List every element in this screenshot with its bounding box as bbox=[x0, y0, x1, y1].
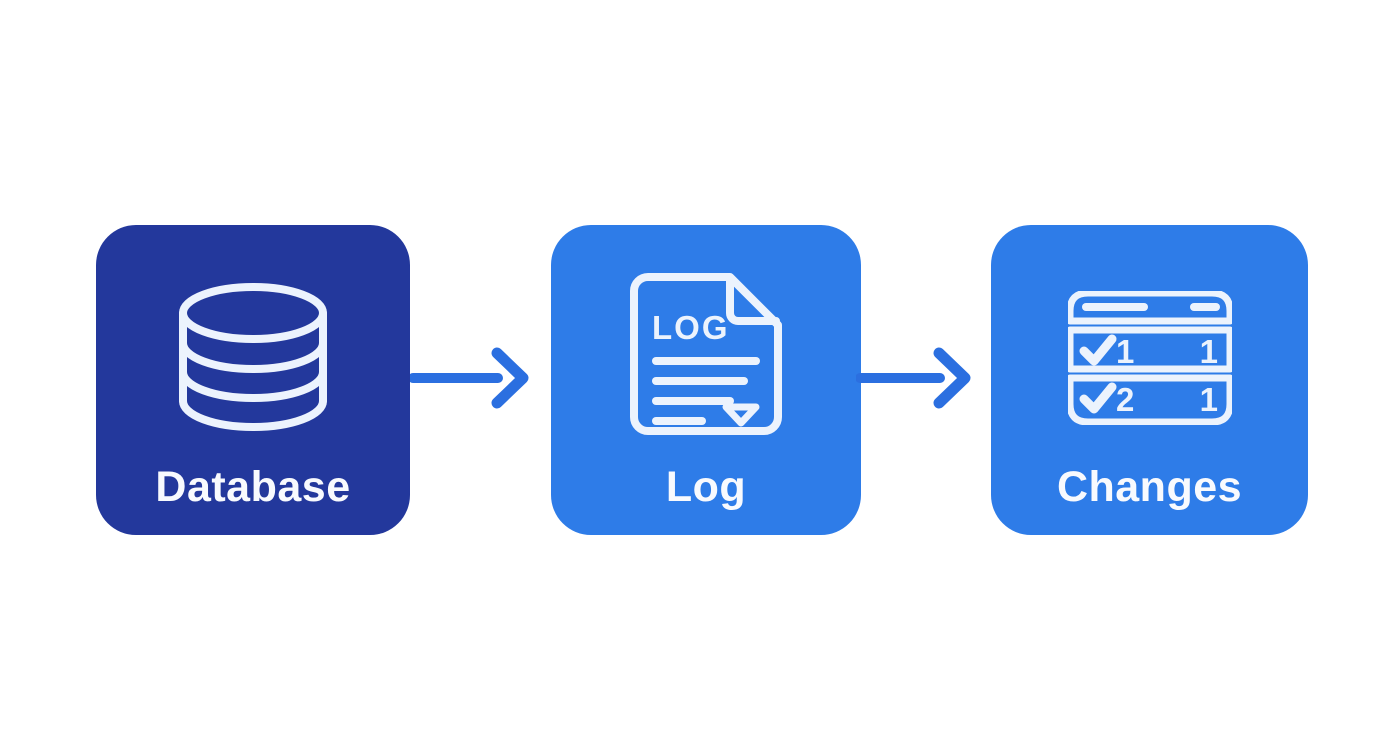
changes-table-icon: 1 1 2 1 bbox=[1067, 291, 1232, 425]
check-icon bbox=[1079, 382, 1116, 414]
node-changes: 1 1 2 1 Changes bbox=[991, 225, 1308, 535]
arrow-database-to-log-icon bbox=[410, 347, 529, 409]
triangle-down-icon bbox=[722, 403, 760, 427]
row2-seq: 2 bbox=[1116, 381, 1134, 418]
arrow-log-to-changes-icon bbox=[856, 347, 971, 409]
node-changes-label: Changes bbox=[1056, 463, 1243, 511]
row2-value: 1 bbox=[1199, 381, 1217, 418]
node-log: LOG Log bbox=[551, 225, 861, 535]
log-document-icon: LOG bbox=[630, 273, 782, 435]
log-doc-title: LOG bbox=[652, 309, 730, 346]
node-database-label: Database bbox=[155, 463, 351, 511]
node-log-label: Log bbox=[665, 463, 747, 511]
row1-value: 1 bbox=[1199, 333, 1217, 370]
node-database: Database bbox=[96, 225, 410, 535]
check-icon bbox=[1079, 334, 1116, 366]
row1-seq: 1 bbox=[1116, 333, 1134, 370]
database-icon bbox=[179, 283, 327, 431]
